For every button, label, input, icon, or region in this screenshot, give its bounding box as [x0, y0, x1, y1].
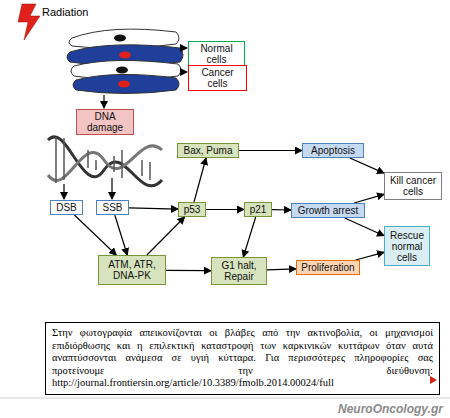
connector-arrow: [206, 209, 244, 210]
box-label: Rescue normal cells: [387, 230, 427, 263]
radiation-label: Radiation: [42, 6, 88, 18]
box-label: Kill cancer cells: [387, 175, 439, 197]
connector-arrow: [243, 217, 255, 257]
connector-arrow: [239, 150, 302, 151]
connector-arrow: [272, 209, 291, 211]
arrow: [180, 47, 187, 48]
box-label: Apoptosis: [311, 145, 355, 156]
connector-arrow: [350, 158, 384, 173]
box-label: p21: [250, 204, 267, 215]
process-box: ATM, ATR, DNA-PK: [98, 255, 166, 285]
process-box: Kill cancer cells: [384, 172, 442, 200]
connector-arrow: [194, 158, 206, 202]
process-box: Rescue normal cells: [384, 226, 430, 266]
box-label: DNA damage: [79, 111, 131, 133]
dna-helix: [48, 137, 162, 186]
footer-rule: [0, 398, 450, 399]
box-label: Cancer cells: [191, 67, 244, 89]
process-box: p21: [244, 202, 272, 217]
process-box: DNA damage: [76, 109, 134, 135]
process-box: Apoptosis: [302, 143, 364, 158]
process-box: Normal cells: [188, 41, 245, 67]
red-marker: [430, 376, 437, 384]
box-label: Growth arrest: [298, 205, 359, 216]
box-label: SSB: [102, 202, 122, 213]
box-label: ATM, ATR, DNA-PK: [101, 259, 163, 281]
process-box: Growth arrest: [291, 203, 365, 218]
box-label: G1 halt, Repair: [214, 260, 264, 282]
watermark: NeuroOncology.gr: [338, 402, 443, 416]
process-box: SSB: [96, 200, 129, 215]
process-box: p53: [178, 202, 206, 217]
arrow: [103, 95, 104, 108]
box-label: Proliferation: [301, 262, 354, 273]
connector-arrow: [166, 270, 211, 272]
radiation-bolt: [18, 4, 40, 40]
arrow: [63, 184, 64, 199]
process-box: Cancer cells: [188, 65, 247, 91]
arrow: [111, 178, 112, 199]
connector-arrow: [129, 208, 178, 209]
connector-arrow: [267, 269, 296, 270]
connector-arrow: [74, 215, 116, 255]
connector-arrow: [354, 194, 384, 203]
box-label: Normal cells: [191, 43, 242, 65]
connector-arrow: [356, 252, 384, 260]
process-box: G1 halt, Repair: [211, 257, 267, 285]
box-label: Bax, Puma: [184, 145, 233, 156]
process-box: Bax, Puma: [177, 143, 239, 158]
connector-arrow: [147, 217, 185, 255]
box-label: p53: [184, 204, 201, 215]
connector-arrow: [115, 215, 128, 255]
box-label: DSB: [56, 202, 77, 213]
cells-illustration: [67, 29, 183, 93]
process-box: DSB: [50, 200, 83, 215]
caption-text: Στην φωτογραφία απεικονίζονται οι βλάβες…: [45, 322, 440, 395]
process-box: Proliferation: [296, 260, 360, 275]
connector-arrow: [345, 218, 384, 236]
arrow: [182, 71, 187, 72]
